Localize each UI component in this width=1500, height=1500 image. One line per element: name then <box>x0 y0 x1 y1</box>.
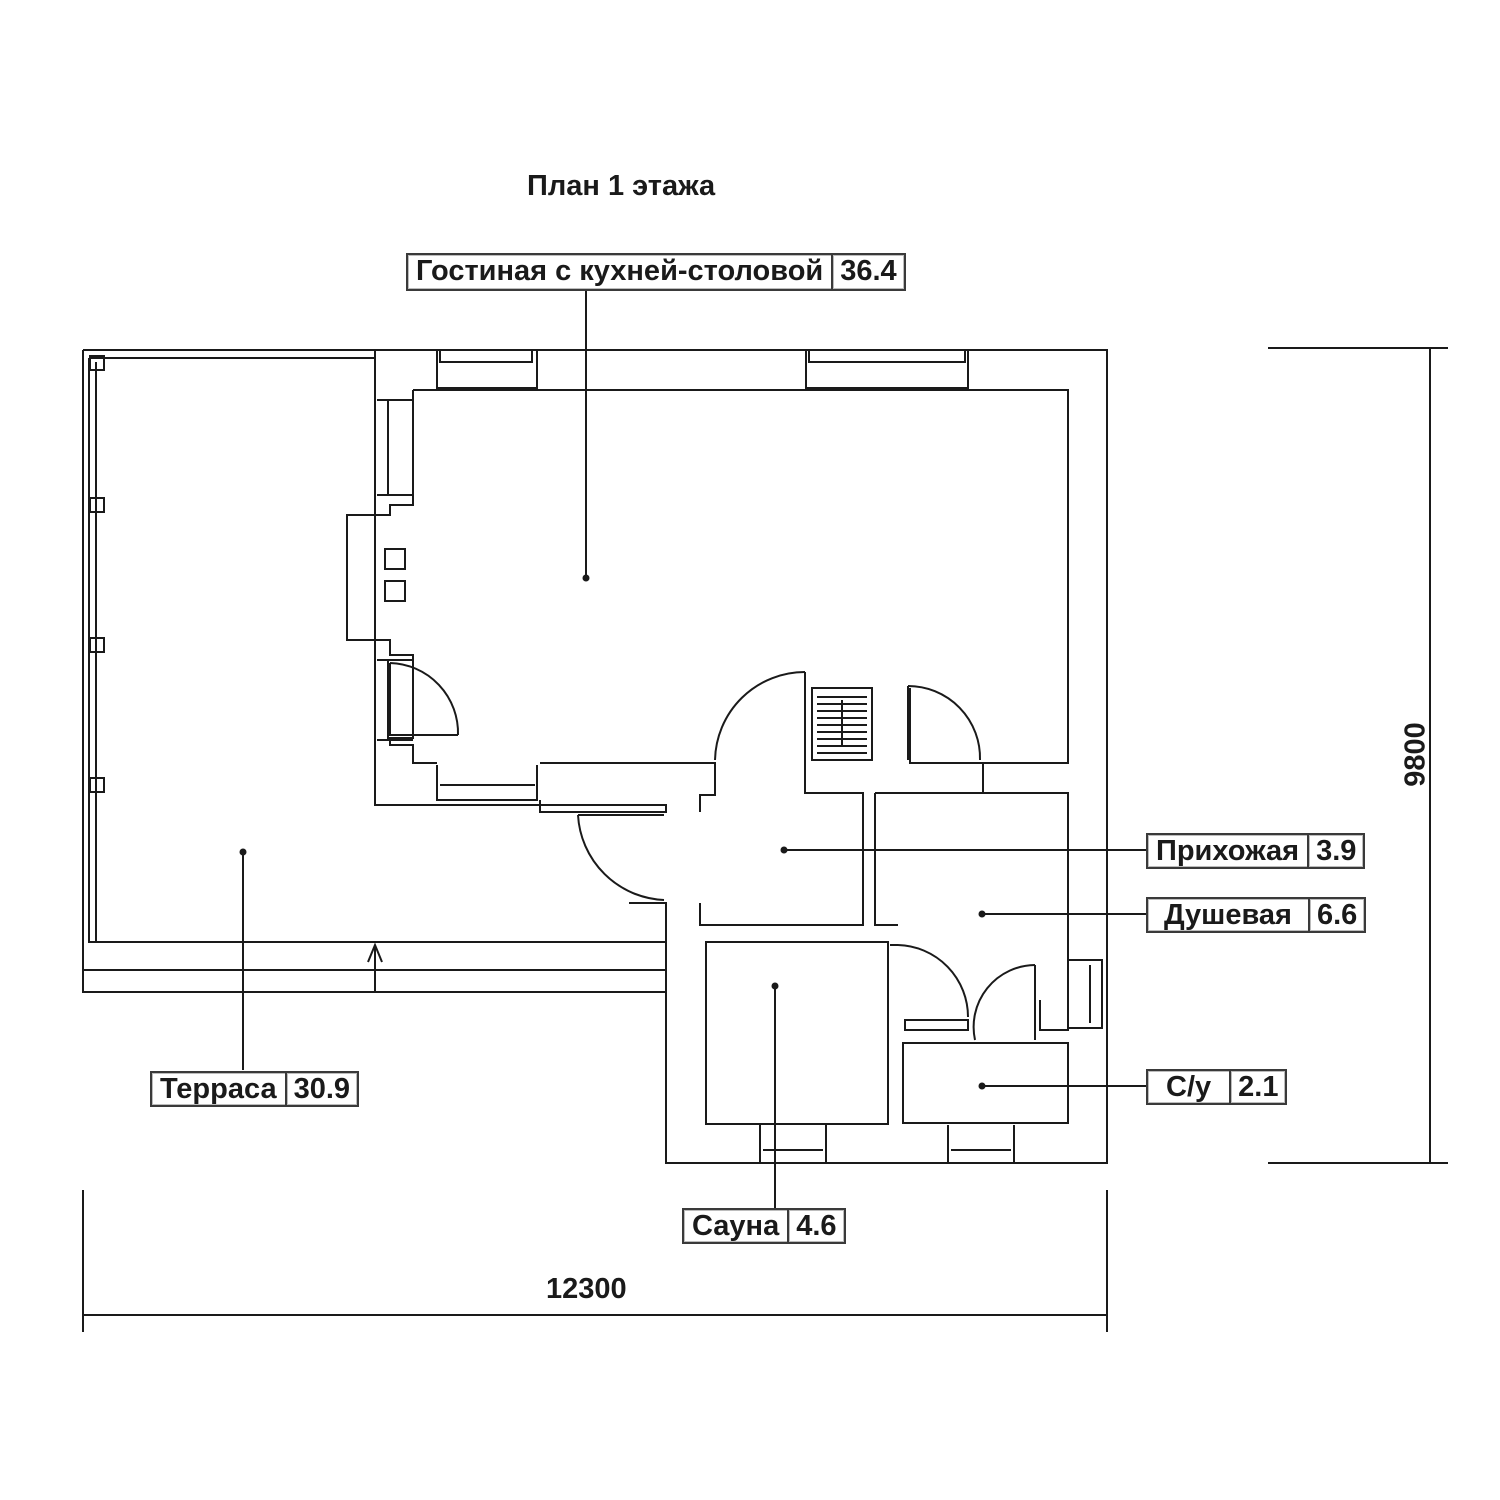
room-label-hall: Прихожая 3.9 <box>1146 833 1366 869</box>
room-label-terrace: Терраса 30.9 <box>150 1071 360 1107</box>
room-area: 36.4 <box>831 255 903 289</box>
terrace-outline <box>82 349 666 993</box>
room-area: 2.1 <box>1229 1071 1285 1103</box>
room-area: 4.6 <box>787 1210 843 1242</box>
room-name: Душевая <box>1164 899 1292 931</box>
plan-title: План 1 этажа <box>527 170 716 202</box>
room-area: 30.9 <box>284 1073 357 1105</box>
room-area: 3.9 <box>1307 835 1363 867</box>
room-label-wc: С/у 2.1 <box>1146 1069 1288 1105</box>
living-inner-wall <box>413 389 1069 1031</box>
room-name: Гостиная с кухней-столовой <box>416 255 824 287</box>
room-label-living: Гостиная с кухней-столовой 36.4 <box>406 253 906 291</box>
house-outer-wall <box>375 349 1108 1164</box>
dimension-width: 12300 <box>546 1273 627 1305</box>
room-name: Сауна <box>692 1210 780 1242</box>
room-name: Терраса <box>160 1073 277 1105</box>
dimension-depth: 9800 <box>1399 722 1432 787</box>
room-label-sauna: Сауна 4.6 <box>682 1208 846 1244</box>
room-area: 6.6 <box>1307 899 1364 931</box>
room-label-shower: Душевая 6.6 <box>1146 897 1367 933</box>
room-name: Прихожая <box>1156 835 1300 867</box>
room-name: С/у <box>1166 1071 1212 1103</box>
